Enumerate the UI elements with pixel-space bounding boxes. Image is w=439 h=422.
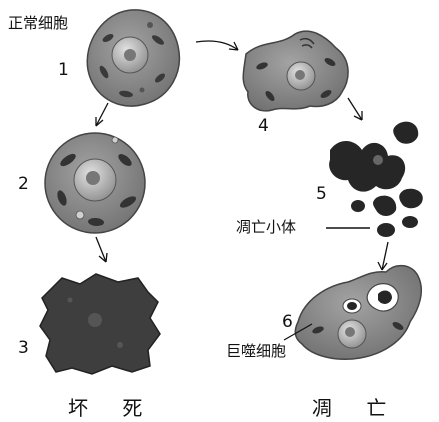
normal-cell [87,10,179,106]
arrow-4-to-5 [348,98,362,120]
macrophage-label: 巨噬细胞 [226,344,286,359]
shrinking-cell [243,31,348,111]
stage-4-number: 4 [258,118,269,135]
arrow-1-to-4 [196,41,238,50]
arrow-2-to-3 [96,237,107,262]
necrosis-label: 坏 死 [68,398,156,418]
macrophage-cell [295,266,421,360]
stage-1-number: 1 [58,62,69,79]
necrotic-cell [40,274,160,374]
stage-6-number: 6 [282,314,293,331]
swollen-cell [45,133,145,233]
stage-3-number: 3 [18,340,29,357]
stage-5-number: 5 [316,186,327,203]
stage-2-number: 2 [18,176,29,193]
apoptosis-label: 凋 亡 [312,398,400,418]
normal-cell-label: 正常细胞 [8,16,68,31]
apoptotic-bodies [329,122,423,237]
arrow-5-to-6 [378,242,388,270]
arrow-1-to-2 [96,103,108,126]
apoptotic-body-label: 凋亡小体 [236,220,296,235]
